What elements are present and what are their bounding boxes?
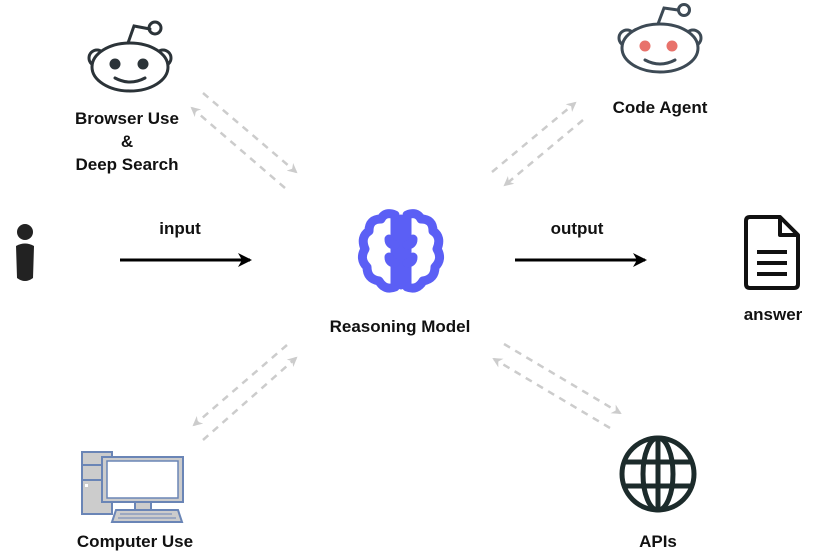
browser-node [80,10,180,95]
brain-icon [357,209,445,293]
dashed-arrow-computer-to-model [202,356,298,441]
browser-label-line1: Browser Use [75,109,179,128]
dashed-arrow-model-to-computer [192,344,288,427]
model-label: Reasoning Model [329,317,471,336]
dashed-arrow-browser-to-model [202,92,298,174]
robot-icon [617,3,703,74]
browser-label: Browser Use & Deep Search [62,107,192,176]
computer-label: Computer Use [76,532,194,551]
user-icon [16,224,34,281]
apis-node [618,434,702,518]
browser-label-line3: Deep Search [75,155,179,174]
dashed-arrow-apis-to-model [492,357,611,430]
browser-label-line2: & [120,132,134,151]
computer-node [80,450,190,525]
dashed-arrow-model-to-apis [503,342,622,415]
apis-label: APIs [639,532,677,551]
input-label: input [159,219,201,238]
dashed-arrow-model-to-browser [190,106,286,189]
dashed-arrow-model-to-code [491,101,577,173]
answer-node [740,212,804,292]
robot-icon [87,20,173,93]
answer-label: answer [743,305,803,324]
document-icon [744,215,800,290]
user-node [10,222,40,284]
output-label: output [550,219,604,238]
code-label: Code Agent [612,98,708,117]
code-node [610,2,710,87]
computer-icon [81,451,184,523]
dashed-arrow-code-to-model [503,119,584,187]
globe-icon [619,435,697,513]
model-node [355,205,447,297]
